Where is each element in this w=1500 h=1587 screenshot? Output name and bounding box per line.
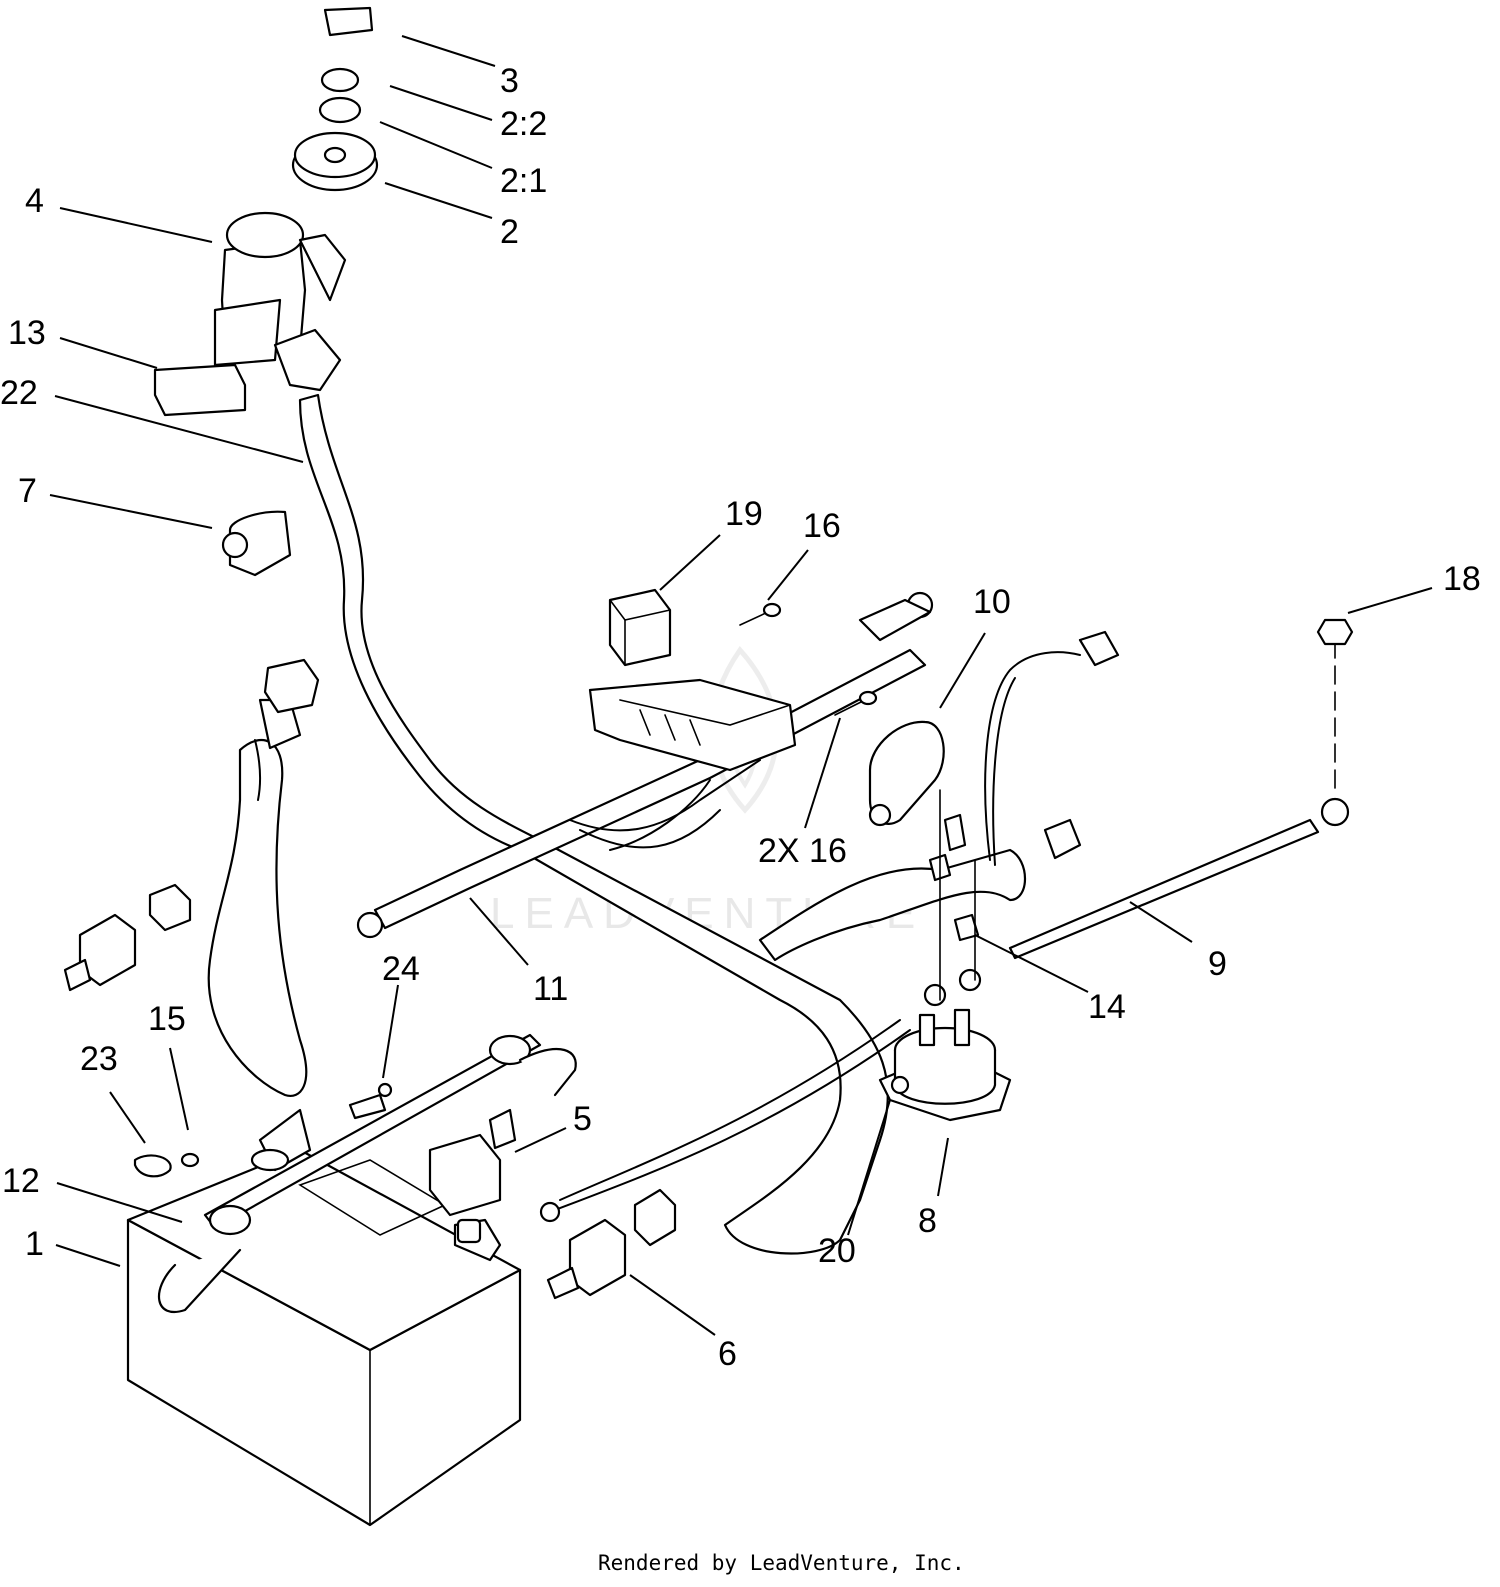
terminal-boot-10 bbox=[868, 630, 1120, 1001]
callout-2-1: 2:1 bbox=[500, 162, 547, 200]
callout-14: 14 bbox=[1088, 988, 1126, 1026]
ignition-switch bbox=[213, 211, 347, 392]
ground-wire bbox=[1008, 618, 1354, 960]
callout-23: 23 bbox=[80, 1040, 118, 1078]
callout-3: 3 bbox=[500, 62, 519, 100]
callout-12: 12 bbox=[2, 1162, 40, 1200]
callout-labels: 3 2:2 2:1 2 4 13 22 7 19 16 10 18 2X 16 … bbox=[0, 62, 1481, 1373]
callout-4: 4 bbox=[25, 182, 44, 220]
battery bbox=[126, 1148, 522, 1527]
callout-13: 13 bbox=[8, 314, 46, 352]
leader-lines bbox=[49, 35, 1433, 1336]
relay bbox=[608, 588, 672, 667]
callout-5: 5 bbox=[573, 1100, 592, 1138]
callout-16: 16 bbox=[803, 507, 841, 545]
key-3 bbox=[323, 6, 374, 37]
callout-20: 20 bbox=[818, 1232, 856, 1270]
callout-15: 15 bbox=[148, 1000, 186, 1038]
plug-connector-6 bbox=[546, 1188, 677, 1300]
fuse-13 bbox=[153, 363, 247, 417]
callout-2: 2 bbox=[500, 213, 519, 251]
callout-7: 7 bbox=[18, 472, 37, 510]
screw-16 bbox=[739, 602, 878, 716]
washers-2 bbox=[318, 67, 362, 124]
callout-22: 22 bbox=[0, 374, 38, 412]
switch-7 bbox=[221, 510, 292, 577]
plug-connector-left bbox=[63, 883, 192, 992]
fuse-block bbox=[588, 678, 797, 772]
callout-1: 1 bbox=[25, 1225, 44, 1263]
terminal-boot bbox=[428, 1108, 517, 1217]
callout-2x16: 2X 16 bbox=[758, 832, 847, 870]
callout-11: 11 bbox=[533, 970, 568, 1008]
starter-solenoid bbox=[878, 968, 1012, 1122]
callout-2-2: 2:2 bbox=[500, 105, 547, 143]
cable-clamp bbox=[133, 1082, 393, 1178]
callout-10: 10 bbox=[973, 583, 1011, 621]
callout-18: 18 bbox=[1443, 560, 1481, 598]
callout-8: 8 bbox=[918, 1202, 937, 1240]
render-credit: Rendered by LeadVenture, Inc. bbox=[598, 1551, 965, 1575]
callout-6: 6 bbox=[718, 1335, 737, 1373]
callout-9: 9 bbox=[1208, 945, 1227, 983]
switch-nut-2 bbox=[291, 131, 379, 192]
callout-24: 24 bbox=[382, 950, 420, 988]
callout-19: 19 bbox=[725, 495, 763, 533]
battery-hold-down-rod bbox=[203, 1033, 577, 1236]
